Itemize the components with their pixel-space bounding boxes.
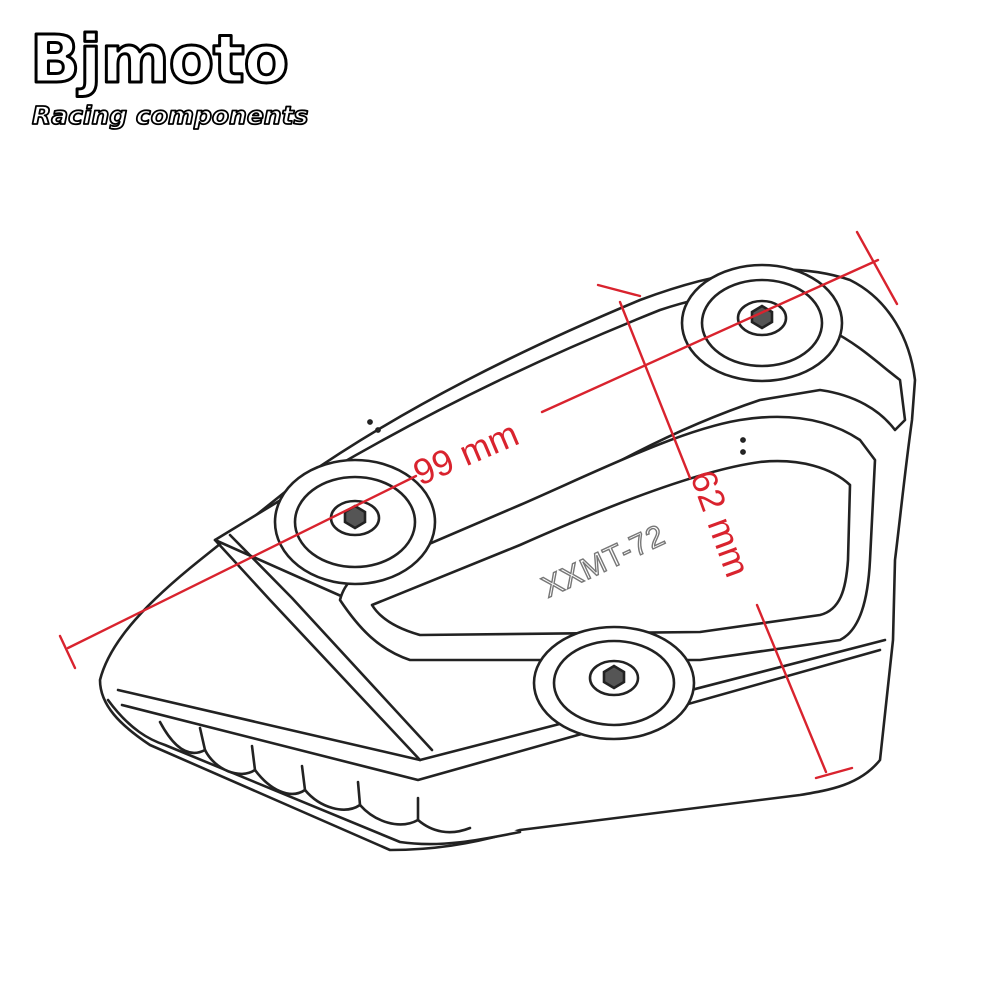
length-dimension-line [66,474,418,650]
bolt-top-right [680,263,844,383]
bolt-left [273,458,437,586]
brand-tagline: Racing components [32,101,308,130]
brand-logo: Bjmoto Racing components [29,22,310,131]
width-dimension-line [618,300,692,480]
dimension-lines [58,230,899,780]
brand-name: Bjmoto [30,22,288,98]
bolt-bottom [532,625,696,741]
